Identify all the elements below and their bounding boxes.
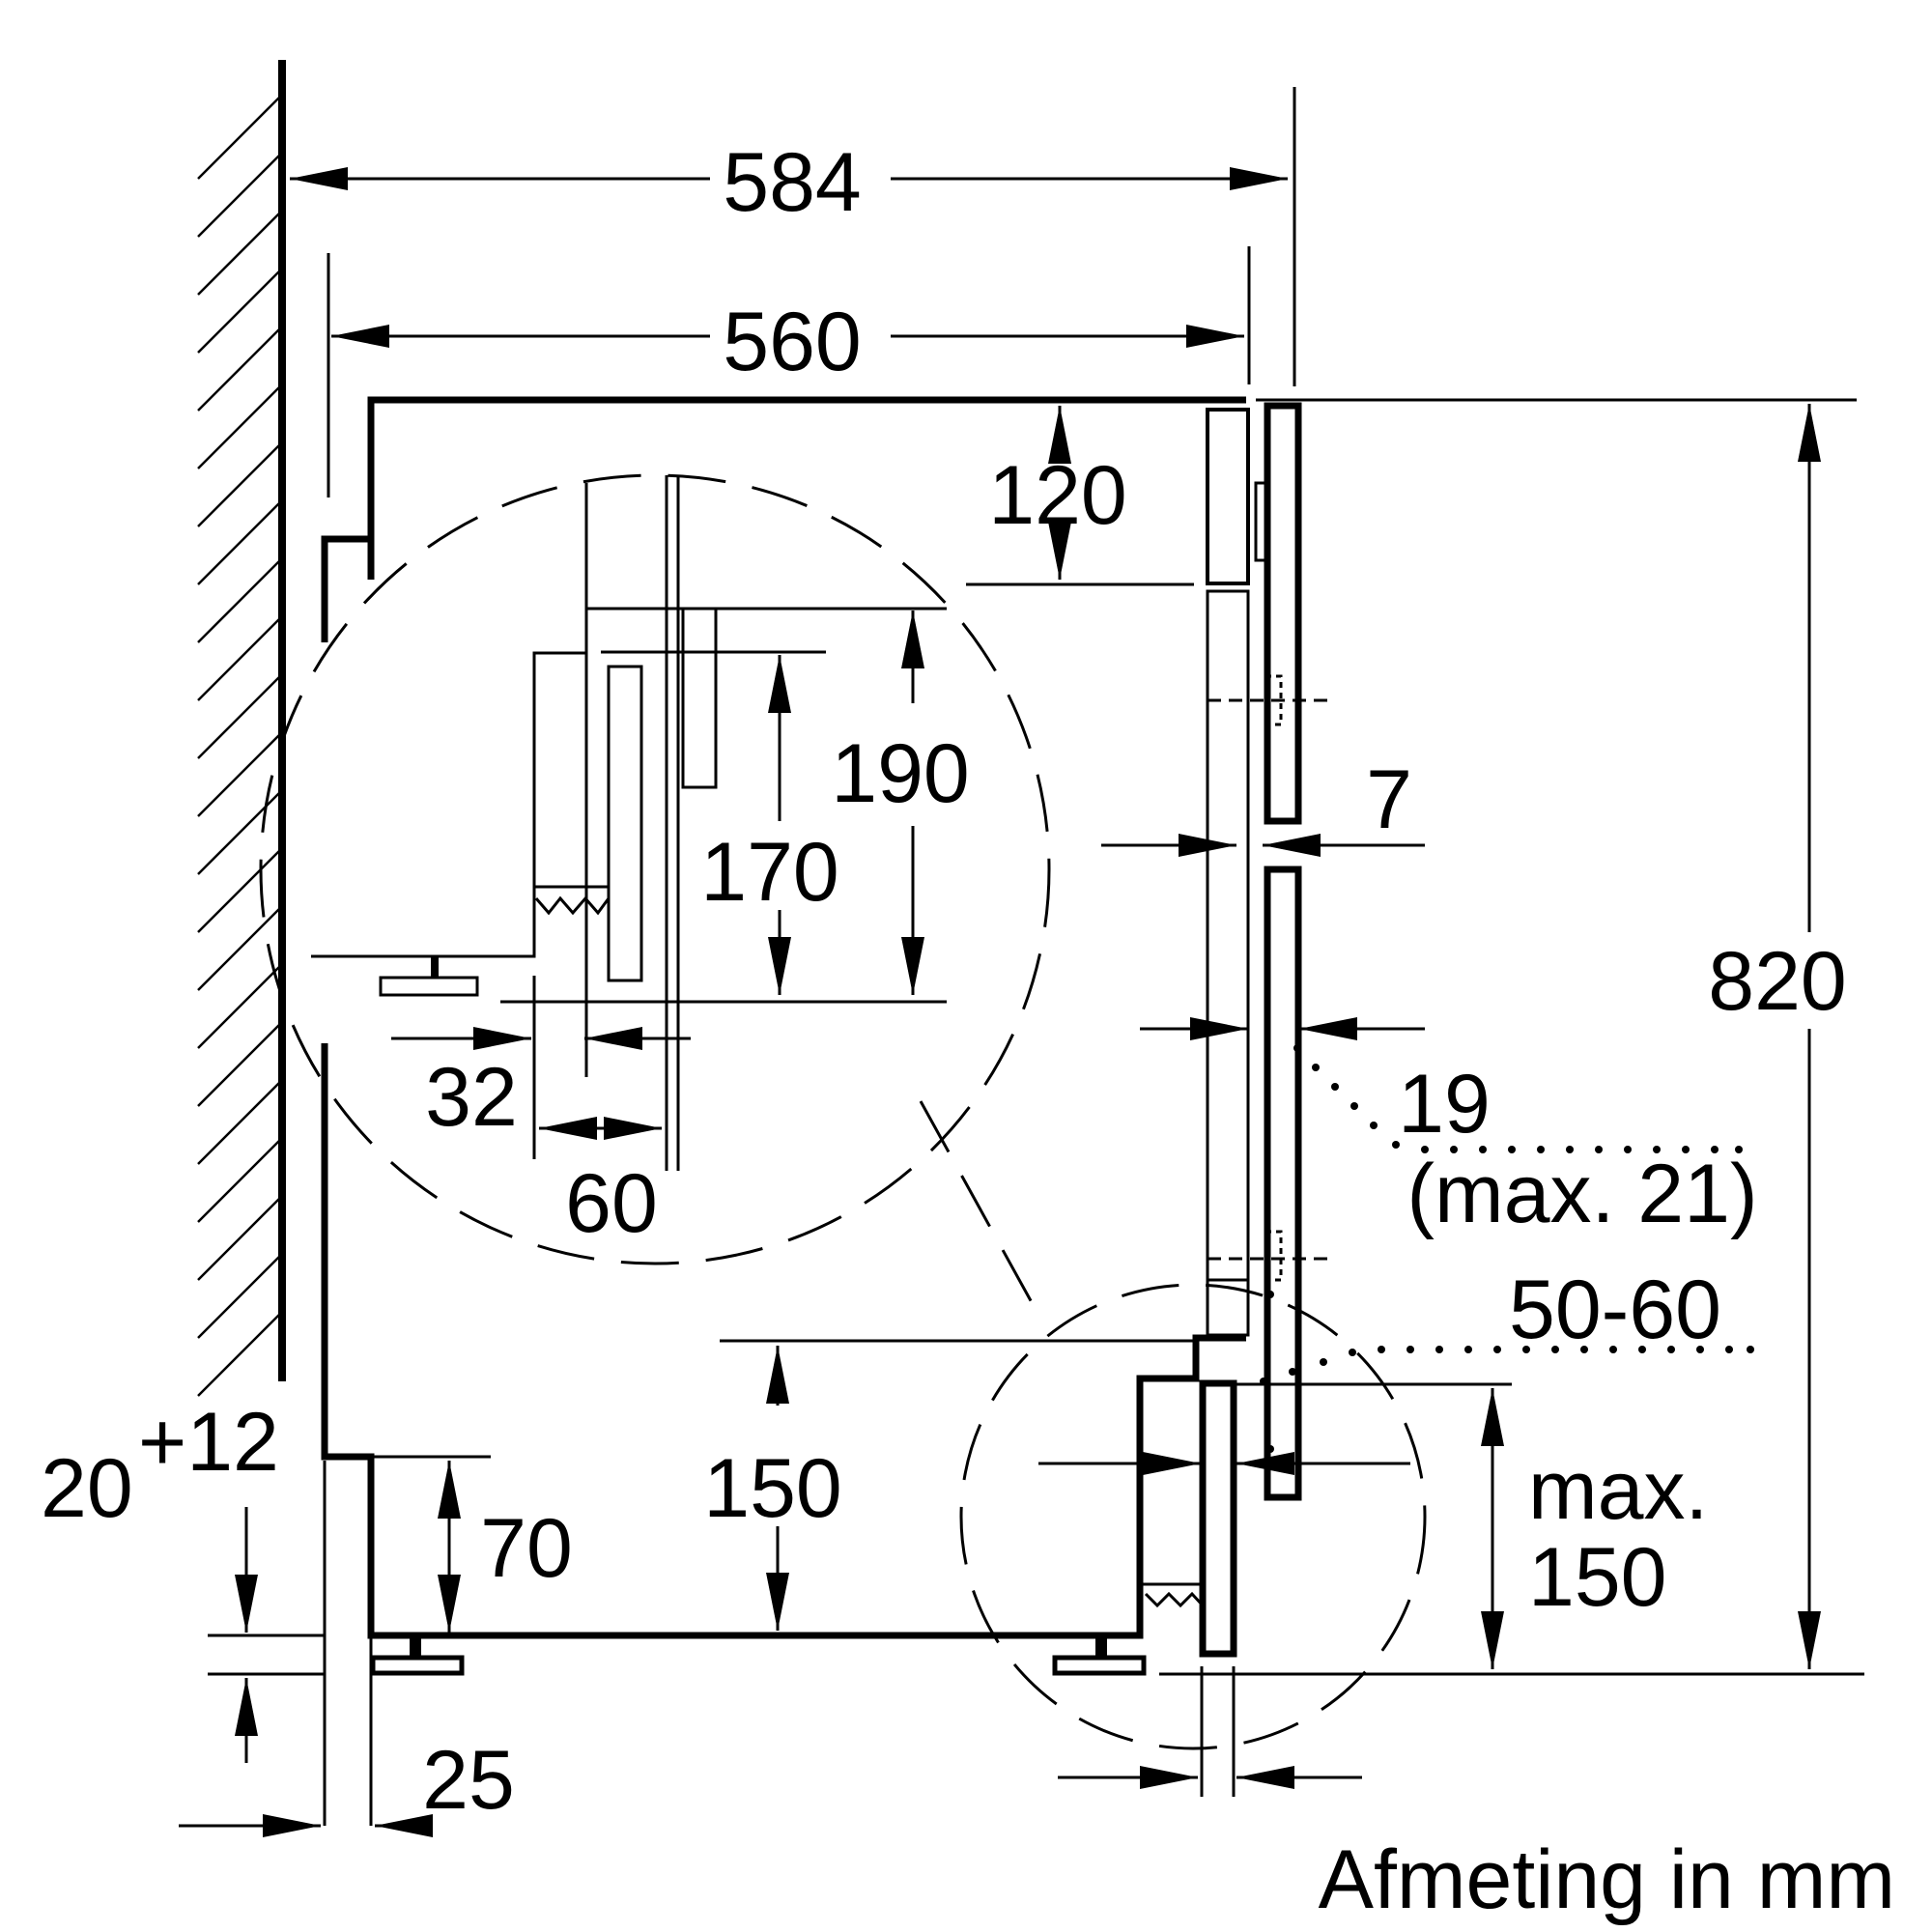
label-plinth-overlap: 50-60 bbox=[1509, 1264, 1721, 1356]
label-bottom-clearance: 150 bbox=[703, 1442, 842, 1535]
label-door-thickness: 19 bbox=[1398, 1058, 1491, 1151]
label-front-gap: 7 bbox=[1366, 753, 1412, 846]
appliance-outline bbox=[208, 253, 1333, 1826]
wall bbox=[197, 60, 286, 1397]
extension-lines bbox=[371, 87, 1864, 1676]
label-rail-offset: 32 bbox=[425, 1051, 518, 1144]
label-plinth-height-value: 150 bbox=[1528, 1531, 1667, 1624]
label-base-range-plus: +12 bbox=[138, 1396, 279, 1489]
label-total-height: 820 bbox=[1708, 935, 1847, 1028]
detail-circle-rail bbox=[259, 473, 1194, 1265]
detail-circle-plinth bbox=[720, 1100, 1427, 1797]
label-rail-height: 190 bbox=[831, 727, 970, 820]
label-cabinet-depth: 560 bbox=[723, 296, 862, 388]
label-base-range: 20 bbox=[41, 1442, 133, 1535]
wall-hatching bbox=[197, 96, 281, 1397]
dimension-labels: 584 560 120 190 170 32 60 7 19 (max. 21)… bbox=[41, 136, 1895, 1926]
unit-note: Afmeting in mm bbox=[1319, 1833, 1895, 1926]
label-plinth-height-max: max. bbox=[1528, 1444, 1708, 1537]
label-rail-inner-height: 170 bbox=[700, 826, 839, 919]
label-overall-depth: 584 bbox=[723, 136, 862, 229]
label-wall-gap: 25 bbox=[422, 1734, 515, 1827]
label-rail-width: 60 bbox=[565, 1157, 658, 1250]
dimension-lines bbox=[179, 167, 1821, 1837]
leader-lines bbox=[1260, 1044, 1754, 1453]
label-feet-height: 70 bbox=[480, 1502, 573, 1595]
label-door-thickness-max: (max. 21) bbox=[1406, 1148, 1757, 1240]
label-top-clearance: 120 bbox=[988, 449, 1127, 542]
